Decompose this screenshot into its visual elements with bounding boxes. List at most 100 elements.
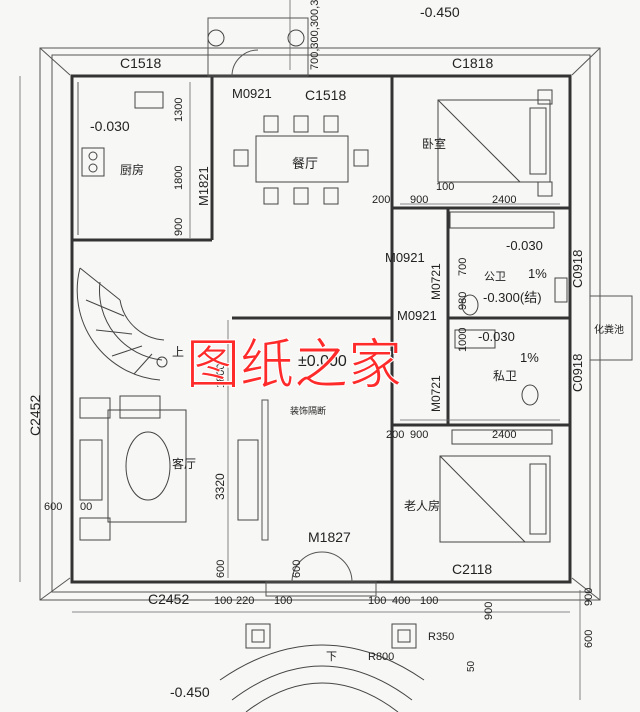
decor-partition <box>261 399 269 541</box>
rear-porch <box>207 17 309 77</box>
arc-step-2 <box>231 665 413 701</box>
dim-900-kitchen: 900 <box>173 218 185 236</box>
elder-pillows <box>529 463 547 535</box>
window-living-left: C2452 <box>27 395 43 436</box>
elevation-public-wc: -0.030 <box>506 238 543 253</box>
dimension-lines <box>19 0 581 700</box>
eave-corner-br <box>571 577 601 601</box>
dim-900-r1: 900 <box>483 602 495 620</box>
dim-200-a: 200 <box>372 194 390 206</box>
nightstand-2 <box>537 181 553 197</box>
dim-900-a: 900 <box>410 194 428 206</box>
elevation-kitchen: -0.030 <box>90 118 130 134</box>
dim-50: 50 <box>466 660 477 672</box>
dim-1800: 1800 <box>173 166 185 190</box>
door-elder: M0921 <box>397 308 437 323</box>
kitchen-sink <box>134 91 164 109</box>
room-private-wc: 私卫 <box>493 369 517 383</box>
door-main: M1827 <box>308 529 351 545</box>
main-door-swing-left <box>291 551 323 583</box>
room-living: 客厅 <box>172 456 196 471</box>
window-elder-bottom: C2118 <box>452 561 492 577</box>
stair-down-label: 下 <box>326 651 337 663</box>
private-wc-toilet <box>521 384 539 406</box>
dim-600-left: 600 <box>44 501 62 513</box>
dim-1800-living: 1800 <box>215 364 227 388</box>
dim-2400-a: 2400 <box>492 194 516 206</box>
window-kitchen-top: C1518 <box>120 55 161 71</box>
room-kitchen: 厨房 <box>120 162 144 177</box>
eave-corner-tl <box>39 47 71 76</box>
tv-cabinet <box>237 439 259 521</box>
window-wc-right-1: C0918 <box>570 250 585 288</box>
dim-600-a: 600 <box>215 560 227 578</box>
slope-public-wc: 1% <box>528 266 547 281</box>
dim-700: 700 <box>457 258 469 276</box>
dim-1300: 1300 <box>173 98 185 122</box>
elevation-outside-top: -0.450 <box>420 4 460 20</box>
door-bedroom: M0921 <box>385 250 425 265</box>
door-rear: M0921 <box>232 86 272 101</box>
coffee-table <box>125 431 171 501</box>
dim-100-a: 100 <box>214 595 232 607</box>
bedroom-pillows <box>529 107 547 175</box>
elevation-private-wc: -0.030 <box>478 329 515 344</box>
burner-2 <box>88 163 98 173</box>
stair-up-label: 上 <box>172 345 184 359</box>
label-partition: 装饰隔断 <box>290 405 326 416</box>
sofa-set <box>79 395 161 541</box>
dim-3320: 3320 <box>213 473 227 500</box>
spiral-staircase <box>76 267 168 381</box>
window-living-bottom: C2452 <box>148 591 189 607</box>
door-public-wc: M0721 <box>429 263 443 300</box>
room-public-wc: 公卫 <box>484 271 506 283</box>
room-septic: 化粪池 <box>594 323 624 336</box>
dim-600-b: 600 <box>291 560 303 578</box>
dim-220: 220 <box>236 595 254 607</box>
window-dining-top: C1518 <box>305 87 346 103</box>
dim-400: 400 <box>392 595 410 607</box>
dim-980: 980 <box>457 292 469 310</box>
bedroom-bed <box>437 99 551 183</box>
bed-blanket-line <box>437 99 521 183</box>
elder-wardrobe <box>451 429 553 445</box>
room-elder: 老人房 <box>404 498 440 513</box>
dim-900-b: 900 <box>410 429 428 441</box>
dim-600-r: 600 <box>583 630 595 648</box>
public-wc-toilet <box>461 294 479 316</box>
slope-private-wc: 1% <box>520 350 539 365</box>
dim-100-c: 100 <box>368 595 386 607</box>
dim-top-stack: 700,300,300,300 <box>309 0 321 70</box>
column-left-core <box>251 629 265 643</box>
rear-door-swing <box>231 49 259 77</box>
eave-corner-bl <box>39 577 71 601</box>
dim-100-d: 100 <box>420 595 438 607</box>
dim-r800: R800 <box>368 651 394 663</box>
elevation-public-wc-structure: -0.300(结) <box>483 290 542 305</box>
public-wc-basin <box>554 277 568 303</box>
column-left <box>245 623 271 649</box>
arc-step-3 <box>245 682 399 712</box>
burner-1 <box>88 151 98 161</box>
private-wc-basin <box>454 329 496 349</box>
watermark: 图纸之家 <box>186 333 402 396</box>
dining-chairs <box>233 115 369 205</box>
elevation-living: ±0.000 <box>298 353 347 370</box>
window-wc-right-2: C0918 <box>570 354 585 392</box>
living-rug <box>107 409 187 523</box>
dim-200-b: 200 <box>386 429 404 441</box>
main-door-swing-right <box>321 551 353 583</box>
porch-column-left <box>207 29 225 47</box>
room-dining: 餐厅 <box>292 156 318 171</box>
dim-1000: 1000 <box>457 328 469 352</box>
eave-corner-tr <box>571 47 601 76</box>
arc-step-1 <box>219 644 425 681</box>
septic-tank <box>589 295 633 361</box>
door-kitchen: M1821 <box>196 166 211 206</box>
dim-r350: R350 <box>428 631 454 643</box>
dim-00: 00 <box>80 501 92 513</box>
column-right-core <box>397 629 411 643</box>
elder-bed <box>439 455 551 543</box>
room-bedroom: 卧室 <box>422 136 446 151</box>
porch-column-right <box>287 29 305 47</box>
